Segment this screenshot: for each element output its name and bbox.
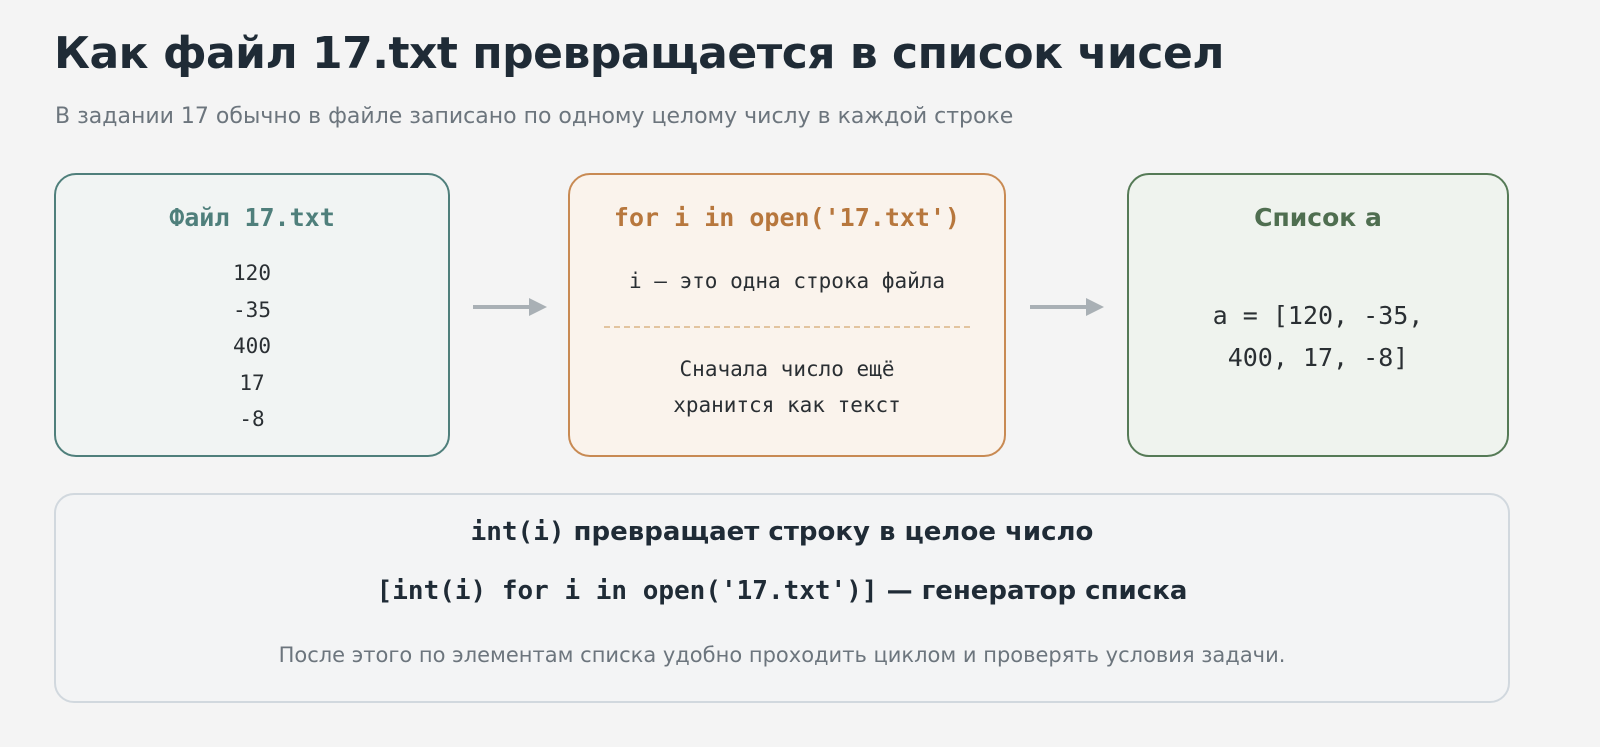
int-explanation: int(i) превращает строку в целое число [56,517,1508,547]
file-line: -35 [233,297,271,322]
page-subtitle: В задании 17 обычно в файле записано по … [55,104,1014,129]
list-card-title: Список a [1254,203,1382,232]
loop-card: for i in open('17.txt') i — это одна стр… [568,173,1006,457]
arrow-right-icon [473,298,547,316]
file-line: -8 [239,407,265,431]
page-title: Как файл 17.txt превращается в список чи… [54,28,1225,79]
file-line: 400 [233,334,271,358]
int-code: int(i) [470,517,565,547]
list-value-line: a = [120, -35, [1212,301,1424,330]
comprehension-text: — генератор списка [877,576,1188,606]
usage-note: После этого по элементам списка удобно п… [278,643,1286,667]
list-value-line: 400, 17, -8] [1227,343,1409,372]
loop-note: Сначала число ещё хранится как текст [570,351,1004,423]
file-lines: 120 -35 400 17 -8 [56,255,448,438]
loop-description: i — это одна строка файла [628,269,946,293]
loop-note-line: хранится как текст [673,393,901,417]
list-value: a = [120, -35, 400, 17, -8] [1129,295,1507,379]
file-line: 120 [233,261,271,285]
arrow-right-icon [1030,298,1104,316]
list-card: Список a a = [120, -35, 400, 17, -8] [1127,173,1509,457]
file-card-title: Файл 17.txt [169,203,335,232]
comprehension-code: [int(i) for i in open('17.txt')] [376,576,878,606]
file-card: Файл 17.txt 120 -35 400 17 -8 [54,173,450,457]
explanation-box: int(i) превращает строку в целое число [… [54,493,1510,703]
loop-card-title: for i in open('17.txt') [613,203,961,232]
loop-note-line: Сначала число ещё [679,357,895,381]
dashed-divider [604,326,970,328]
int-text: превращает строку в целое число [564,517,1094,547]
file-line: 17 [239,370,265,395]
list-comprehension-explanation: [int(i) for i in open('17.txt')] — генер… [56,576,1508,606]
